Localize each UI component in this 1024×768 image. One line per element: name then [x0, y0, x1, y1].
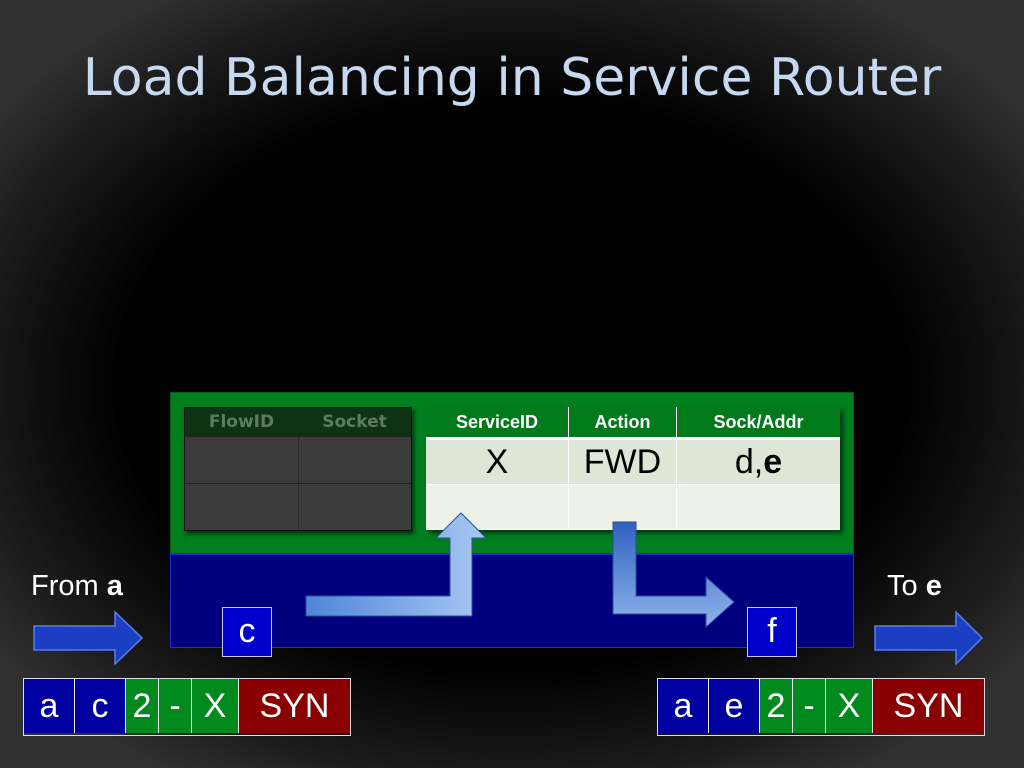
table-row: X FWD d,e [426, 440, 840, 485]
service-table-header-sockaddr: Sock/Addr [713, 412, 804, 432]
packet-field-service: X [826, 679, 873, 733]
from-label: From a [31, 570, 123, 603]
packet-field-flag: - [159, 679, 192, 733]
port-in: c [222, 607, 272, 657]
table-row [185, 483, 411, 530]
packet-field-type: SYN [873, 679, 984, 733]
incoming-arrow-icon [33, 610, 144, 666]
action-cell [569, 485, 677, 529]
from-label-text: From [31, 570, 107, 602]
flow-table-header: FlowID Socket [185, 408, 411, 436]
service-id-cell [426, 485, 569, 529]
flow-table: FlowID Socket [184, 407, 412, 531]
table-row [185, 436, 411, 483]
to-label-host: e [925, 570, 942, 602]
port-out: f [747, 607, 797, 657]
packet-field-service: X [192, 679, 239, 733]
service-table-header: ServiceID Action Sock/Addr [426, 407, 840, 440]
incoming-packet: a c 2 - X SYN [23, 678, 351, 736]
table-cell [298, 484, 411, 530]
table-cell [298, 437, 411, 483]
table-cell [185, 437, 299, 483]
packet-field-type: SYN [239, 679, 350, 733]
packet-field-src: a [658, 679, 709, 733]
packet-field-src: a [24, 679, 75, 733]
service-table-header-action: Action [569, 407, 677, 437]
outgoing-arrow-icon [874, 610, 984, 666]
to-label: To e [887, 570, 942, 603]
to-label-text: To [887, 570, 926, 602]
action-cell: FWD [569, 440, 677, 484]
sock-addr-cell [677, 485, 840, 529]
sock-addr-prefix: d, [734, 443, 764, 481]
from-label-host: a [106, 570, 123, 602]
service-table: ServiceID Action Sock/Addr X FWD d,e [426, 407, 840, 530]
table-cell [185, 484, 299, 530]
outgoing-packet: a e 2 - X SYN [657, 678, 985, 736]
packet-field-flag: - [793, 679, 826, 733]
router-data-plane [170, 554, 854, 648]
flow-table-header-socket: Socket [322, 412, 387, 432]
service-table-header-serviceid: ServiceID [426, 407, 569, 437]
sock-addr-bold: e [763, 443, 783, 481]
packet-field-dst: e [709, 679, 760, 733]
flow-table-header-flowid: FlowID [208, 412, 275, 432]
packet-field-proto: 2 [760, 679, 793, 733]
table-row [426, 485, 840, 530]
service-id-cell: X [426, 440, 569, 484]
packet-field-proto: 2 [126, 679, 159, 733]
packet-field-dst: c [75, 679, 126, 733]
sock-addr-cell: d,e [677, 440, 840, 484]
slide-title: Load Balancing in Service Router [82, 48, 942, 108]
